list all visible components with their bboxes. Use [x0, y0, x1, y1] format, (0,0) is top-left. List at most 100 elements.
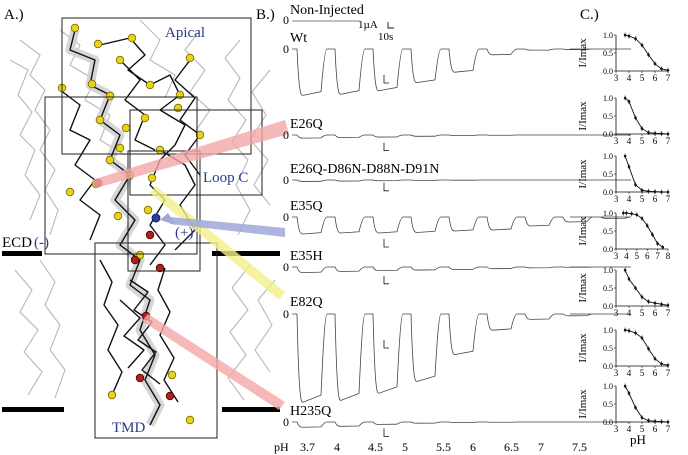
current-trace: [292, 48, 631, 96]
fit-curve: [624, 97, 669, 135]
data-point: [640, 127, 644, 130]
data-point: [647, 53, 650, 57]
ph-tick-label: 3.7: [300, 440, 315, 454]
chart-axes: [615, 156, 668, 193]
current-trace: [292, 421, 631, 428]
x-tick-label: 6: [653, 308, 658, 318]
x-tick-label: 4: [627, 424, 632, 434]
x-tick-label: 4: [627, 136, 632, 146]
y-tick-label: 1.0: [603, 94, 613, 103]
row-scale-bar: [383, 142, 389, 151]
trace-rows: Wt0E26Q0E26Q-D86N-D88N-D91N0E35Q0E35H0E8…: [283, 31, 632, 437]
trace-row-label: E35H: [290, 249, 323, 264]
chart-axes: [615, 270, 668, 307]
ph-axis-label: pH: [274, 440, 289, 454]
data-point: [640, 336, 644, 340]
y-tick-label: 1.0: [603, 266, 613, 275]
y-tick-label: 0.0: [603, 362, 613, 371]
x-tick-label: 6: [653, 73, 658, 83]
y-tick-label: 0.0: [603, 130, 613, 139]
x-tick-label: 6: [653, 136, 658, 146]
data-point: [627, 34, 631, 38]
x-tick-label: 3: [614, 136, 619, 146]
trace-zero: 0: [283, 173, 289, 187]
data-point: [661, 245, 665, 249]
box-loop-c: [129, 109, 263, 196]
data-point: [660, 190, 663, 194]
ph-tick-label: 7.5: [572, 440, 587, 454]
membrane-bar-upper-left: [2, 251, 42, 256]
x-tick-label: 6: [645, 251, 650, 261]
box-ecd-core: [44, 96, 198, 255]
row-scale-bar: [383, 275, 389, 285]
y-tick-label: 0.0: [603, 188, 613, 197]
row-scale-bar: [383, 182, 389, 192]
panel-c-label: C.): [580, 7, 599, 23]
data-point: [647, 131, 650, 134]
trace-row-label: E82Q: [290, 295, 323, 310]
non-injected-zero: 0: [283, 13, 289, 27]
trace-zero: 0: [283, 42, 289, 56]
data-point: [623, 96, 627, 100]
domain-boxes: [44, 17, 263, 439]
connector-arrows: [92, 120, 289, 410]
minus-label: (-): [34, 235, 49, 251]
x-tick-label: 3: [614, 73, 619, 83]
y-tick-label: 1.0: [603, 152, 613, 161]
x-tick-label: 5: [640, 73, 645, 83]
x-tick-label: 3: [614, 251, 619, 261]
x-tick-label: 6: [653, 368, 658, 378]
data-point: [640, 188, 644, 192]
x-tick-label: 5: [640, 308, 645, 318]
data-point: [634, 37, 637, 40]
data-point: [623, 328, 627, 332]
ph-tick-label: 6.5: [504, 440, 519, 454]
data-point: [627, 391, 631, 395]
box-binding-site: [127, 150, 201, 272]
y-axis-label: I/Imax: [577, 389, 589, 419]
chart-axes: [615, 330, 668, 367]
data-point: [634, 331, 637, 335]
x-tick-label: 5: [640, 194, 645, 204]
membrane-bar-upper-right: [212, 251, 280, 256]
data-point: [660, 302, 663, 306]
current-trace: [292, 313, 631, 403]
arrow-e82q: [150, 186, 285, 300]
y-axis-label: I/Imax: [577, 216, 589, 246]
y-tick-label: 1.0: [603, 31, 613, 40]
ph-tick-label: 4.5: [368, 440, 383, 454]
non-injected-label: Non-Injected: [290, 3, 364, 18]
y-tick-label: 0.5: [603, 112, 613, 121]
fit-curve: [624, 385, 669, 423]
data-point: [623, 384, 627, 388]
fit-curve: [624, 269, 669, 306]
data-point: [640, 43, 644, 47]
data-point: [635, 213, 639, 217]
data-point: [630, 212, 633, 216]
membrane-bar-lower-left: [2, 407, 64, 412]
x-tick-label: 5: [640, 424, 645, 434]
trace-row-label: H235Q: [290, 404, 331, 419]
x-tick-label: 4: [627, 368, 632, 378]
data-point: [627, 165, 631, 169]
x-tick-label: 4: [627, 308, 632, 318]
current-trace: [292, 216, 632, 235]
ph-tick-label: 4: [334, 440, 340, 454]
data-point: [647, 189, 650, 193]
fit-curve: [624, 34, 669, 71]
row-scale-bar: [383, 428, 389, 437]
data-point: [647, 347, 650, 351]
data-point: [666, 303, 670, 307]
fit-curve: [624, 155, 668, 193]
data-point: [653, 419, 657, 423]
data-point: [627, 277, 631, 281]
data-point: [645, 224, 649, 227]
